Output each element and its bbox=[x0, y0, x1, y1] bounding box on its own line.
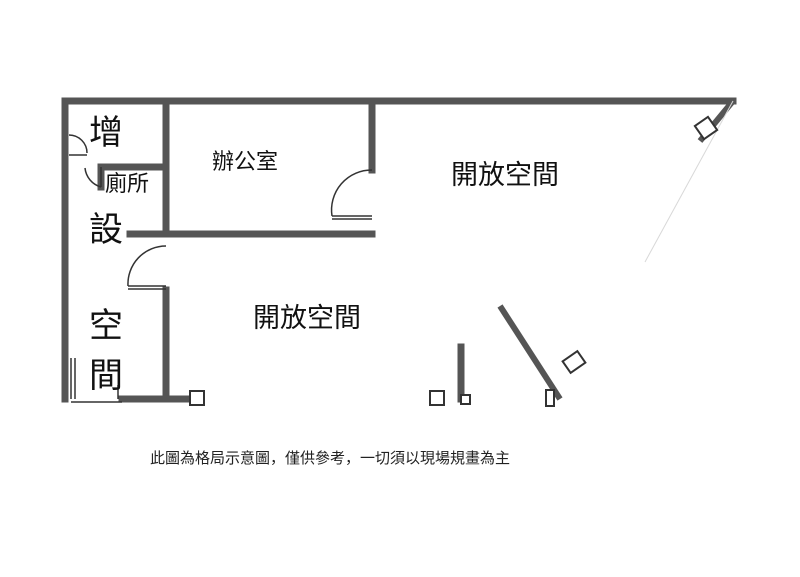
office-label: 辦公室 bbox=[212, 150, 279, 175]
open-space-center-label: 開放空間 bbox=[253, 303, 361, 334]
open-space-right-label: 開放空間 bbox=[451, 160, 559, 191]
walls bbox=[61, 97, 737, 403]
extension-label-char-3: 空 bbox=[89, 306, 123, 346]
extension-door-arc bbox=[127, 245, 167, 287]
column-top-right bbox=[693, 115, 719, 141]
wall-angled-lower bbox=[497, 304, 563, 401]
column-center-right bbox=[460, 394, 471, 405]
extension-label-char-2: 設 bbox=[89, 210, 123, 250]
doors bbox=[68, 134, 373, 403]
columns bbox=[189, 115, 719, 407]
extension-label-char-4: 間 bbox=[89, 356, 123, 396]
toilet-label: 廁所 bbox=[105, 172, 150, 197]
extension-label-char-1: 增 bbox=[89, 113, 123, 153]
disclaimer-note: 此圖為格局示意圖，僅供參考，一切須以現場規畫為主 bbox=[150, 449, 511, 467]
toilet-door-arc bbox=[84, 167, 102, 188]
glass-line bbox=[644, 100, 734, 263]
column-right-bottom bbox=[545, 389, 555, 407]
top-left-door-arc bbox=[68, 134, 88, 154]
office-door-arc bbox=[330, 169, 373, 217]
column-right-mid bbox=[561, 349, 587, 375]
column-bottom-left bbox=[189, 390, 205, 406]
column-center-left bbox=[429, 390, 445, 406]
